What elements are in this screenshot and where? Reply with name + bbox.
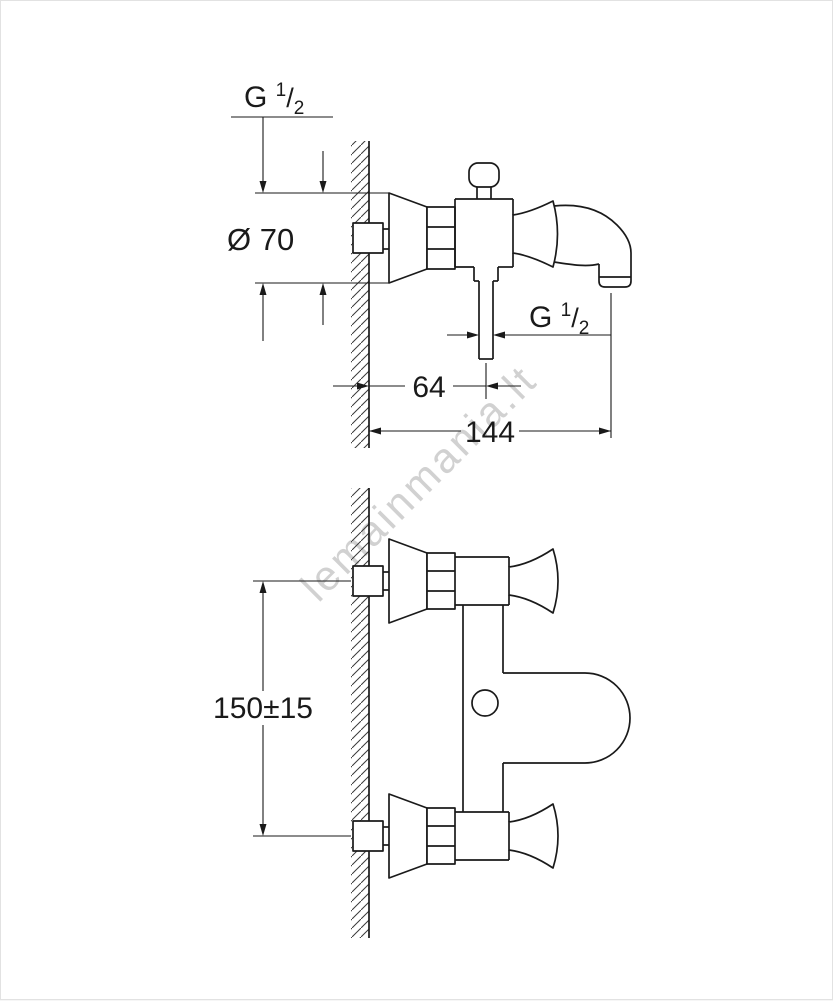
arrowhead <box>599 427 611 435</box>
dim-144: 144 <box>369 293 612 449</box>
arrowhead <box>357 382 369 390</box>
side-view: G 1/2 Ø 70 G 1/2 <box>227 80 632 449</box>
handle-knob-bottom <box>508 803 559 869</box>
dim-144-label: 144 <box>465 416 515 449</box>
dim-g-half-outlet: G 1/2 <box>447 300 611 339</box>
diameter-70-label: Ø 70 <box>227 222 294 257</box>
dim-150-label: 150±15 <box>213 692 313 725</box>
arrowhead <box>319 283 327 295</box>
arrowhead <box>259 181 267 193</box>
dim-g-half-top: G 1/2 <box>231 80 333 341</box>
arrowhead <box>259 283 267 295</box>
handle-knob-side <box>512 200 559 268</box>
dim-64-label: 64 <box>412 371 445 404</box>
mixer-body <box>454 198 514 268</box>
shower-outlet-pipe <box>473 267 499 360</box>
hex-nut <box>426 206 456 270</box>
spout <box>553 204 632 288</box>
handle-knob-top <box>508 548 559 614</box>
front-view: 150±15 <box>213 488 631 938</box>
arrowhead <box>369 427 381 435</box>
arrowhead <box>467 331 479 339</box>
inlet-union-square-bottom <box>352 820 384 852</box>
dim-diameter-70: Ø 70 <box>227 151 389 325</box>
wall-section-front <box>351 488 370 938</box>
valve-housing-bottom <box>455 811 510 861</box>
valve-housing-top <box>455 556 510 606</box>
arrowhead <box>493 331 505 339</box>
escutcheon-bottom <box>388 793 428 879</box>
arrowhead <box>319 181 327 193</box>
dim-150: 150±15 <box>213 580 351 837</box>
diverter-knob <box>468 162 500 199</box>
wall-section-side <box>351 141 370 448</box>
escutcheon-top <box>388 538 428 624</box>
escutcheon <box>388 192 428 284</box>
arrowhead <box>486 382 498 390</box>
dim-64: 64 <box>333 363 521 404</box>
wall-hatch <box>351 488 369 938</box>
g-half-top-label: G 1/2 <box>244 80 304 119</box>
hex-nut-top <box>426 552 456 610</box>
arrowhead <box>259 581 267 593</box>
hex-nut-bottom <box>426 807 456 865</box>
spout-nozzle <box>598 253 632 288</box>
g-half-outlet-label: G 1/2 <box>529 300 589 339</box>
inlet-union-square <box>352 222 384 254</box>
wall-hatch <box>351 141 369 448</box>
spout-housing <box>503 672 631 764</box>
arrowhead <box>259 824 267 836</box>
body-column <box>462 605 504 812</box>
inlet-union-square-top <box>352 565 384 597</box>
diverter-circle <box>471 689 499 717</box>
